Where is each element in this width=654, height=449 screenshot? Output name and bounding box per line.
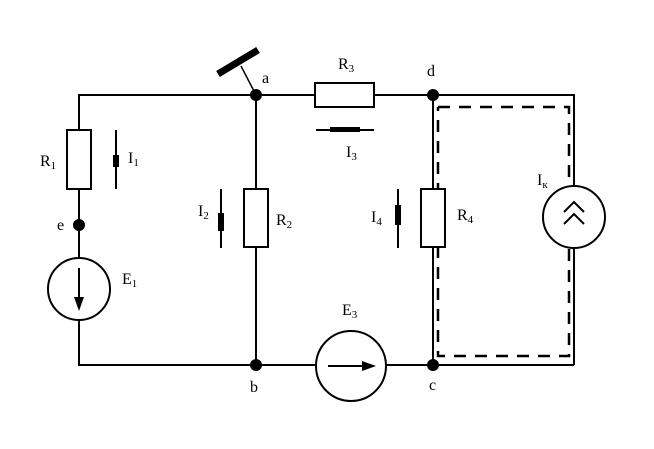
node-label-a: a [262, 70, 269, 87]
resistor-r2 [243, 188, 269, 248]
label-ik: Iк [537, 172, 548, 191]
voltage-source-e1 [47, 257, 111, 321]
current-arrow-i3 [316, 127, 374, 132]
label-r2: R2 [276, 212, 292, 231]
ground-symbol [216, 46, 260, 96]
resistor-r3 [314, 82, 375, 108]
node-label-e: e [57, 217, 64, 234]
chevron-up-icon [563, 200, 585, 213]
voltage-source-e3 [315, 330, 387, 402]
node-label-d: d [427, 63, 435, 80]
chevron-up-icon [563, 212, 585, 225]
current-arrow-i2 [218, 189, 224, 248]
label-e3: E3 [342, 302, 358, 321]
label-r1: R1 [40, 153, 56, 172]
wires [78, 94, 575, 366]
label-i4: I4 [371, 209, 382, 228]
label-i3: I3 [346, 144, 357, 163]
resistor-r4 [420, 188, 446, 248]
wire-d-right [433, 94, 575, 188]
resistor-r1 [66, 129, 92, 190]
node-label-b: b [250, 379, 258, 396]
label-i1: I1 [128, 150, 139, 169]
current-arrow-i4 [395, 189, 401, 248]
label-e1: E1 [122, 271, 137, 290]
dashed-loop-contour [436, 105, 571, 358]
node-c-dot [427, 359, 439, 371]
node-b-dot [250, 359, 262, 371]
wire-e1-b [78, 320, 256, 366]
node-d-dot [427, 89, 439, 101]
current-arrow-i1 [113, 130, 119, 189]
node-e-dot [73, 219, 85, 231]
node-label-c: c [429, 377, 436, 394]
node-a-dot [250, 89, 262, 101]
label-r3: R3 [338, 56, 355, 75]
wire-top-left [78, 94, 256, 130]
label-i2: I2 [198, 203, 209, 222]
label-r4: R4 [457, 207, 474, 226]
current-source-ik [542, 185, 606, 249]
